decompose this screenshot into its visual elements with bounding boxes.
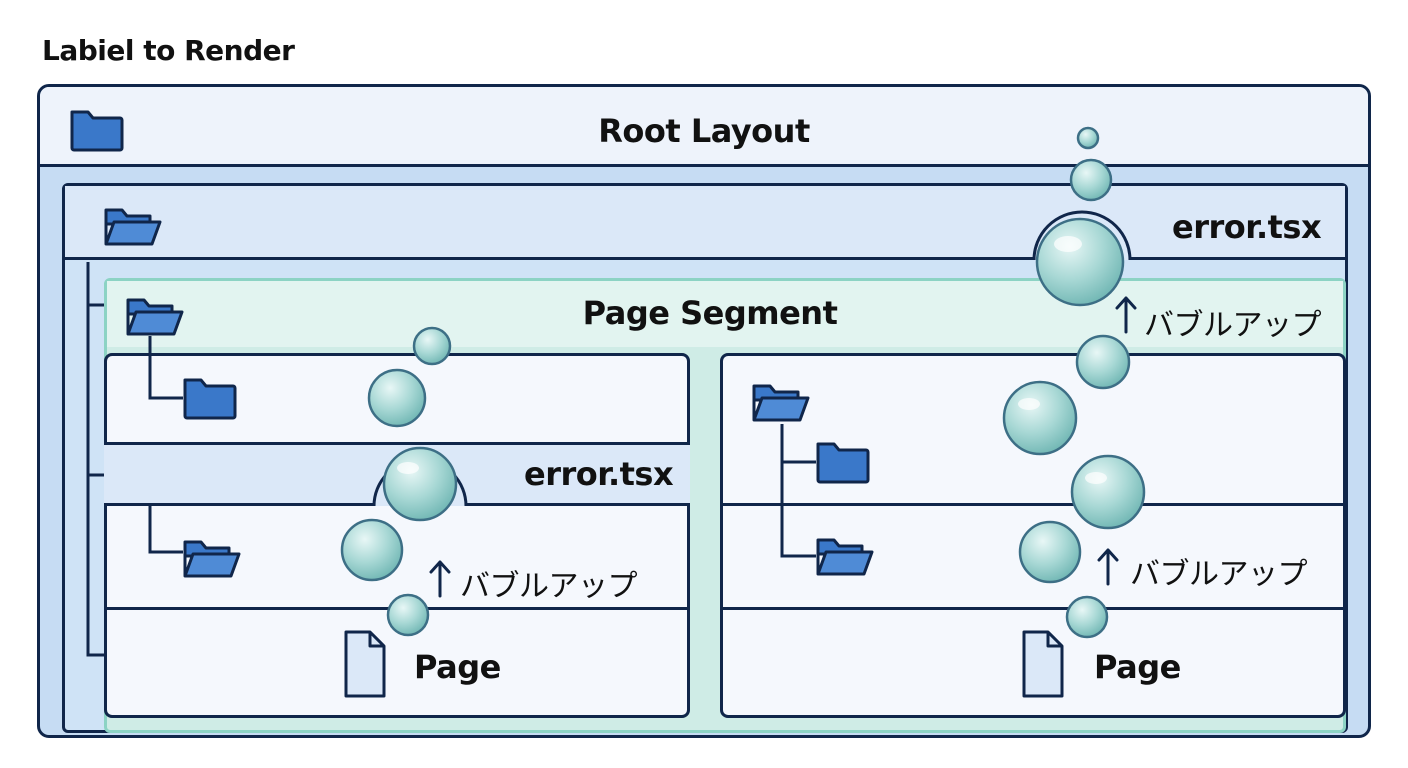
root-folder-icon	[70, 110, 124, 152]
right-lower-folder-icon	[816, 538, 874, 576]
right-folder-icon	[752, 384, 810, 422]
bubble-icon	[1002, 380, 1078, 456]
outer-error-label: error.tsx	[1172, 208, 1322, 246]
right-page-divider	[720, 607, 1346, 610]
bubble-icon	[367, 368, 427, 428]
bubble-icon	[1070, 454, 1146, 530]
left-file-icon	[344, 630, 386, 698]
bubble-icon	[1075, 334, 1131, 390]
right-bubble-label: バブルアップ	[1130, 557, 1308, 592]
root-layout-title: Root Layout	[598, 112, 810, 150]
left-tree-line	[148, 336, 183, 400]
outer-tree-line	[86, 262, 104, 657]
arrow-up-icon	[1115, 296, 1137, 334]
right-sub-folder-icon	[816, 442, 870, 484]
diagram-title: Labiel to Render	[42, 34, 295, 67]
right-file-icon	[1022, 630, 1064, 698]
left-lower-folder-icon	[183, 540, 241, 578]
bubble-icon	[1035, 217, 1125, 307]
bubble-icon	[1076, 126, 1100, 150]
page-segment-title: Page Segment	[582, 294, 838, 332]
right-divider-1	[720, 503, 1346, 506]
page-segment-header	[107, 281, 1343, 347]
outer-bubble-label: バブルアップ	[1144, 308, 1322, 343]
left-page-label: Page	[414, 648, 501, 686]
right-page-label: Page	[1094, 648, 1181, 686]
bubble-icon	[386, 593, 430, 637]
bubble-icon	[1069, 158, 1113, 202]
arrow-up-icon	[429, 560, 451, 598]
left-bubble-label: バブルアップ	[460, 569, 638, 604]
bubble-icon	[1065, 595, 1109, 639]
root-layout-header	[40, 87, 1368, 167]
left-error-label: error.tsx	[524, 455, 674, 493]
left-lower-tree-line	[148, 506, 183, 554]
left-folder-icon	[183, 378, 237, 420]
bubble-icon	[412, 326, 452, 366]
bubble-icon	[382, 446, 458, 522]
error-boundary-band	[65, 186, 1345, 260]
arrow-up-icon	[1097, 548, 1119, 586]
error-boundary-folder-icon	[104, 208, 162, 246]
bubble-icon	[1018, 520, 1082, 584]
bubble-icon	[340, 518, 404, 582]
segment-folder-icon	[126, 298, 184, 336]
right-tree-line	[780, 424, 816, 558]
